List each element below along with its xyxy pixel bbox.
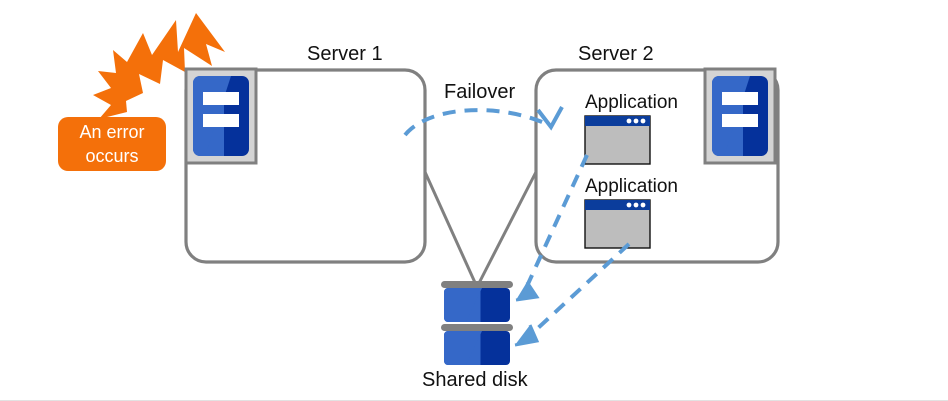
server2-icon-bar-top	[722, 92, 758, 105]
app1-disk-access-arrow	[520, 154, 589, 298]
app2-disk-arrow-head	[514, 324, 540, 347]
error-callout-line1: An error	[79, 121, 145, 142]
app1-disk-arrow-head	[515, 281, 540, 302]
server2-title: Server 2	[578, 43, 654, 65]
shared-disk-label: Shared disk	[422, 369, 528, 391]
error-callout: An error occurs	[58, 117, 166, 171]
server1-icon-bar-top	[203, 92, 239, 105]
server1-title: Server 1	[307, 43, 383, 65]
application-label-2: Application	[585, 176, 678, 197]
error-callout-line2: occurs	[85, 146, 139, 166]
error-burst-icon	[93, 13, 225, 119]
failover-arrow-head	[536, 106, 564, 131]
server1-icon-bar-bottom	[203, 114, 239, 127]
server2-disk-link	[475, 171, 538, 288]
failover-label: Failover	[444, 81, 516, 103]
application-window-icon-1	[584, 115, 651, 165]
app2-disk-access-arrow	[522, 242, 631, 343]
shared-disk-icon	[441, 281, 513, 365]
server2-icon-bar-bottom	[722, 114, 758, 127]
failover-dashed-arrow	[403, 108, 552, 137]
application-label-1: Application	[585, 92, 678, 113]
server1-disk-link	[423, 171, 479, 288]
application-window-icon-2	[584, 199, 651, 249]
